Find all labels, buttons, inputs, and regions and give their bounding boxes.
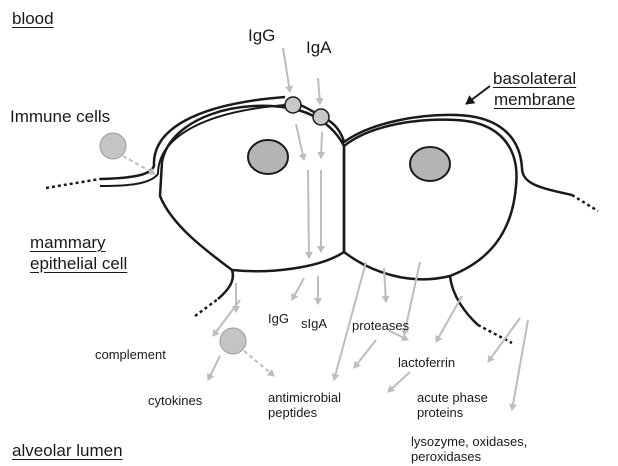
arrow-cytokines (208, 356, 220, 380)
apical-stub-right (450, 276, 478, 325)
basolateral-label-line1: basolateral (493, 68, 576, 89)
arrow-igg-lumen (292, 278, 304, 300)
blood-molecule-iga: IgA (306, 38, 332, 58)
right-epithelial-cell (344, 120, 517, 280)
arrow-iga-transcytosis (321, 132, 322, 158)
immune-cell-lumen (220, 328, 246, 354)
basolateral-label-line2: membrane (493, 89, 576, 110)
arrow-igg-down-1 (308, 170, 309, 258)
arrow-lysozyme (512, 320, 528, 410)
arrow-igg-entry (283, 48, 290, 92)
arrow-igg-transcytosis (296, 124, 304, 160)
immune-cells-label: Immune cells (10, 107, 110, 127)
lumen-factor-complement: complement (95, 347, 166, 362)
apical-dotted-right (478, 325, 512, 343)
arrow-apical-right-2 (488, 318, 520, 362)
immune-cell-blood (100, 133, 126, 159)
region-label-blood: blood (12, 9, 54, 29)
basolateral-membrane-label: basolateral membrane (493, 68, 576, 110)
lysozyme-line1: lysozyme, oxidases, (411, 434, 527, 449)
nucleus-right (410, 147, 450, 181)
acute-phase-line2: proteins (417, 405, 488, 420)
lumen-factor-cytokines: cytokines (148, 393, 202, 408)
arrow-lactoferrin-to-amp (388, 372, 410, 392)
acute-phase-line1: acute phase (417, 390, 488, 405)
lumen-factor-siga: sIgA (301, 316, 327, 331)
basolateral-pointer-arrow (466, 86, 490, 104)
apical-dotted-left (195, 299, 218, 316)
basolateral-membrane-right (326, 115, 572, 195)
lumen-factor-lactoferrin: lactoferrin (398, 355, 455, 370)
nucleus-left (248, 140, 288, 174)
basolateral-dotted-right (572, 195, 598, 211)
arrow-apical-right-1 (436, 296, 462, 342)
arrow-immune-migrate (123, 156, 155, 174)
antimicrobial-line2: peptides (268, 405, 341, 420)
arrow-immune-to-amp (244, 351, 274, 376)
mammary-epithelial-cell-label: mammary epithelial cell (30, 232, 127, 274)
mammary-label-line1: mammary (30, 232, 127, 253)
antimicrobial-line1: antimicrobial (268, 390, 341, 405)
arrow-iga-entry (318, 78, 320, 104)
lumen-factor-proteases: proteases (352, 318, 409, 333)
lysozyme-line2: peroxidases (411, 449, 527, 464)
receptor-vesicle-igg (285, 97, 301, 113)
lumen-factor-antimicrobial-peptides: antimicrobial peptides (268, 390, 341, 420)
blood-molecule-igg: IgG (248, 26, 275, 46)
lumen-factor-lysozyme: lysozyme, oxidases, peroxidases (411, 434, 527, 464)
receptor-vesicle-iga (313, 109, 329, 125)
lumen-factor-igg: IgG (268, 311, 289, 326)
region-label-alveolar-lumen: alveolar lumen (12, 441, 123, 461)
lumen-factor-acute-phase-proteins: acute phase proteins (417, 390, 488, 420)
basolateral-dotted-left (46, 179, 100, 188)
mammary-label-line2: epithelial cell (30, 253, 127, 274)
arrow-proteases-to-amp (354, 340, 376, 368)
apical-stub-left (218, 270, 233, 299)
